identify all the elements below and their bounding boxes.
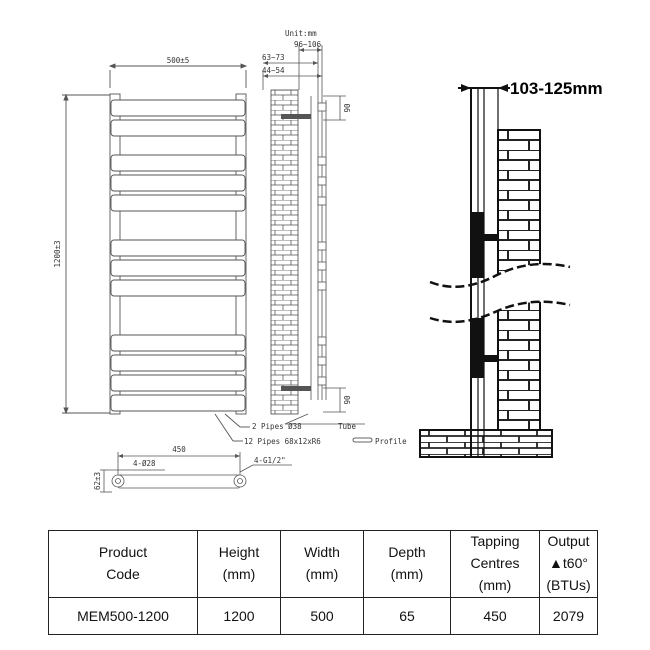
technical-drawing: 500±5 1200±3 (53, 29, 603, 493)
wall-detail (419, 84, 571, 458)
header-output: Output▲t60° (BTUs) (539, 530, 598, 598)
unit-label: Unit:mm (285, 29, 317, 38)
pipes-label: 2 Pipes Ø38 (252, 422, 302, 431)
cell-height: 1200 (197, 597, 281, 635)
dim-90-top: 90 (343, 103, 352, 113)
dim-63-73: 63~73 (262, 53, 285, 62)
radiator-panels (110, 99, 246, 412)
wall-gap-dimension: 103-125mm (510, 79, 603, 98)
profile-icon (352, 437, 373, 443)
dim-44-54: 44~54 (262, 66, 285, 75)
dim-96-106: 96~106 (294, 40, 322, 49)
cell-product-code: MEM500-1200 (48, 597, 198, 635)
cell-width: 500 (280, 597, 364, 635)
cell-depth: 65 (363, 597, 451, 635)
bottom-view (100, 452, 292, 493)
header-height: Height(mm) (197, 530, 281, 598)
side-view (262, 45, 365, 425)
thread-label: 4-G1/2" (254, 456, 286, 465)
profile-label: Profile (375, 437, 407, 446)
side-dimension: 62±3 (93, 472, 102, 490)
dim-90-bottom: 90 (343, 395, 352, 405)
front-view (62, 63, 250, 442)
holes-28-label: 4-Ø28 (133, 459, 156, 468)
height-dimension: 1200±3 (53, 240, 62, 267)
tube-label: Tube (338, 422, 357, 431)
width-dimension: 500±5 (167, 56, 190, 65)
cell-tapping-centres: 450 (450, 597, 540, 635)
centres-dimension: 450 (172, 445, 186, 454)
cell-output: 2079 (539, 597, 598, 635)
header-width: Width(mm) (280, 530, 364, 598)
table-row: MEM500-1200 1200 500 65 450 2079 (48, 597, 598, 635)
header-depth: Depth(mm) (363, 530, 451, 598)
profile-pipes-label: 12 Pipes 68x12xR6 (244, 437, 321, 446)
